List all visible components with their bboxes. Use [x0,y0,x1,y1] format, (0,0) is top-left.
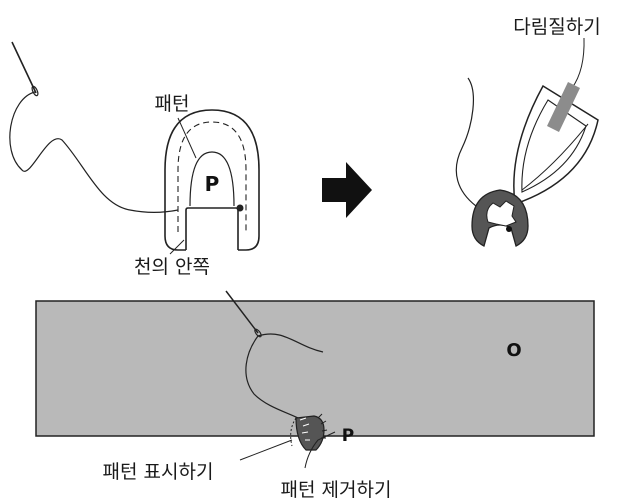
leader-remove-pattern [304,431,336,469]
label-ironing: 다림질하기 [513,16,600,38]
pattern-inner-curve [189,151,235,207]
leader-fabric-inside [169,239,185,255]
marked-piece-letter: P [342,426,354,446]
pattern-dot [236,204,244,212]
iron-handle-stripe [547,82,580,132]
dark-pattern-piece [471,189,529,247]
fabric-panel [35,300,595,437]
sewing-thread [9,91,179,213]
leader-pattern [177,117,197,159]
leader-mark-pattern [239,439,293,461]
fabric-letter: O [506,340,521,361]
label-remove-pattern: 패턴 제거하기 [281,479,392,501]
leader-ironing [571,37,585,89]
needle-icon [225,290,262,338]
pattern-letter: P [205,172,220,196]
label-fabric-inside: 천의 안쪽 [134,256,210,278]
iron-icon [513,82,599,206]
needle-icon [11,41,39,97]
thread-right [455,77,477,207]
thread-bottom [245,333,324,421]
arrow-right-icon [322,162,372,218]
pattern-piece [164,109,260,251]
label-pattern: 패턴 [155,93,190,115]
label-mark-pattern: 패턴 표시하기 [103,461,214,483]
